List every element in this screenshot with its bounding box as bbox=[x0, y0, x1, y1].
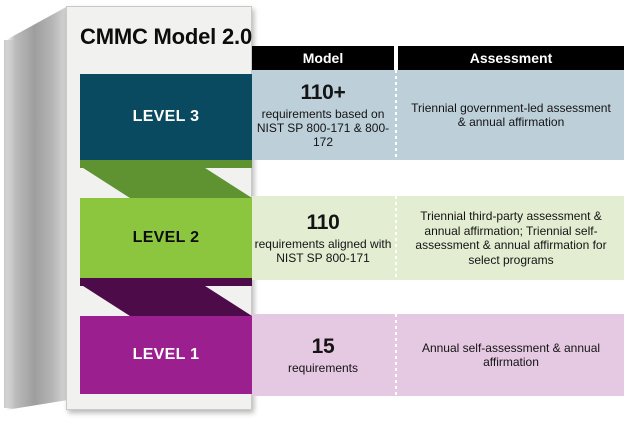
model-count-level-3: 110+ bbox=[300, 80, 346, 104]
level-label-2: LEVEL 2 bbox=[132, 229, 200, 246]
level-label-3: LEVEL 3 bbox=[132, 108, 200, 125]
page-spine-3d bbox=[6, 6, 68, 410]
cell-assessment-level-2: Triennial third-party assessment & annua… bbox=[398, 196, 624, 280]
table-row-level-1: 15 requirements Annual self-assessment &… bbox=[252, 314, 624, 396]
column-header-assessment: Assessment bbox=[469, 50, 553, 66]
page-title: CMMC Model 2.0 bbox=[80, 24, 252, 49]
assessment-text-level-3: Triennial government-led assessment & an… bbox=[411, 100, 611, 130]
cell-model-level-2: 110 requirements aligned with NIST SP 80… bbox=[252, 196, 394, 280]
table-row-level-2: 110 requirements aligned with NIST SP 80… bbox=[252, 196, 624, 280]
model-desc-level-2: requirements aligned with NIST SP 800-17… bbox=[254, 236, 392, 265]
model-count-level-1: 15 bbox=[311, 334, 335, 358]
header-column-divider bbox=[394, 46, 398, 70]
level-block-1: LEVEL 1 bbox=[80, 316, 252, 394]
level2-to-level1-ribbon-tab bbox=[80, 278, 252, 286]
model-desc-level-3: requirements based on NIST SP 800-171 & … bbox=[256, 106, 390, 149]
page-spine-shadow bbox=[4, 40, 14, 408]
model-desc-level-1: requirements bbox=[287, 360, 359, 375]
assessment-text-level-1: Annual self-assessment & annual affirmat… bbox=[421, 340, 601, 370]
level3-to-level2-ribbon-tab bbox=[80, 160, 252, 168]
table-row-level-3: 110+ requirements based on NIST SP 800-1… bbox=[252, 70, 624, 160]
column-header-model: Model bbox=[302, 50, 344, 66]
model-count-level-2: 110 bbox=[306, 210, 340, 234]
level-block-3: LEVEL 3 bbox=[80, 74, 252, 160]
row-column-divider-level-1 bbox=[395, 314, 397, 396]
assessment-text-level-2: Triennial third-party assessment & annua… bbox=[415, 209, 607, 267]
cell-model-level-3: 110+ requirements based on NIST SP 800-1… bbox=[252, 70, 394, 160]
cell-assessment-level-3: Triennial government-led assessment & an… bbox=[398, 70, 624, 160]
row-column-divider-level-2 bbox=[395, 196, 397, 280]
level-label-1: LEVEL 1 bbox=[132, 346, 200, 363]
cell-model-level-1: 15 requirements bbox=[252, 314, 394, 396]
cell-assessment-level-1: Annual self-assessment & annual affirmat… bbox=[398, 314, 624, 396]
table-header-bar: Model Assessment bbox=[252, 46, 624, 70]
row-column-divider-level-3 bbox=[395, 70, 397, 160]
level-block-2: LEVEL 2 bbox=[80, 198, 252, 278]
